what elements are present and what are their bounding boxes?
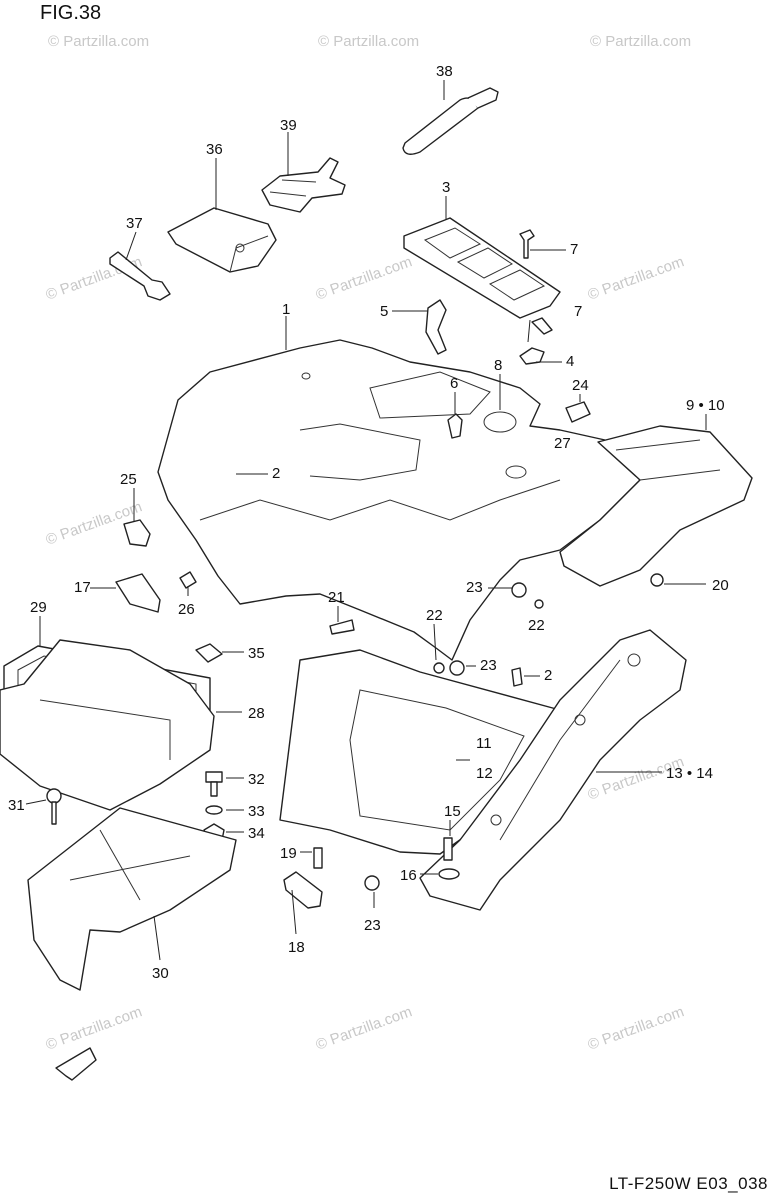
callout-19: 19 [280,845,297,862]
watermark: © Partzilla.com [586,1003,687,1054]
watermark: © Partzilla.com [48,33,149,50]
callout-26: 26 [178,601,195,618]
part-32-bolt [205,771,223,797]
part-7-bolts [519,229,553,335]
callout-22: 22 [528,617,545,634]
figure-code: LT-F250W E03_038 [609,1174,768,1193]
part-36-cover [167,207,277,273]
callout-5: 5 [380,303,388,320]
part-4-clip [519,347,545,365]
callout-34: 34 [248,825,265,842]
part-13-14-lower-guard [419,629,687,911]
part-16-washer [438,868,460,880]
part-25-pad [123,519,151,547]
part-9-10-mudflap [559,425,753,587]
callout-6: 6 [450,375,458,392]
callout-32: 32 [248,771,265,788]
leader-lines [25,80,707,961]
watermark: © Partzilla.com [44,1003,145,1054]
callout-2: 2 [544,667,552,684]
watermark: © Partzilla.com [590,33,691,50]
callout-9-10: 9 • 10 [686,397,725,414]
callout-7: 7 [570,241,578,258]
part-35-pad [195,643,223,663]
callout-37: 37 [126,215,143,232]
callout-30: 30 [152,965,169,982]
callout-31: 31 [8,797,25,814]
callout-20: 20 [712,577,729,594]
part-33-washer [205,805,223,815]
callout-17: 17 [74,579,91,596]
part-28-tool-box [0,639,215,811]
callout-35: 35 [248,645,265,662]
front-direction-arrow [55,1047,97,1081]
callout-22: 22 [426,607,443,624]
callout-8: 8 [494,357,502,374]
callout-28: 28 [248,705,265,722]
callout-23: 23 [364,917,381,934]
part-20-screw [650,573,664,587]
callout-1: 1 [282,301,290,318]
part-26-pad [179,571,197,589]
callout-36: 36 [206,141,223,158]
callout-4: 4 [566,353,574,370]
part-23-nut-lower [364,875,380,891]
callout-12: 12 [476,765,493,782]
part-39-strap [261,157,346,213]
part-nuts-washers [433,582,544,687]
watermark: © Partzilla.com [318,33,419,50]
part-18-bracket [283,871,323,909]
part-15-bolt [443,837,453,861]
callout-13-14: 13 • 14 [666,765,713,782]
callout-33: 33 [248,803,265,820]
callout-2: 2 [272,465,280,482]
part-21-bolt [329,619,355,635]
callout-7: 7 [574,303,582,320]
callout-38: 38 [436,63,453,80]
callout-16: 16 [400,867,417,884]
part-37-wrench [109,251,171,301]
part-17-pad [115,573,161,613]
part-3-rear-carrier [403,217,561,319]
callout-24: 24 [572,377,589,394]
callout-39: 39 [280,117,297,134]
callout-25: 25 [120,471,137,488]
figure-title: FIG.38 [40,2,102,24]
part-6-cap [447,413,463,439]
callout-29: 29 [30,599,47,616]
callout-labels: 38 39 36 37 3 7 7 5 4 1 6 8 24 9 • 10 2 … [8,63,729,982]
callout-3: 3 [442,179,450,196]
callout-23: 23 [480,657,497,674]
part-30-guard [27,807,237,991]
callout-18: 18 [288,939,305,956]
part-1-rear-fender [157,339,641,661]
callout-27: 27 [554,435,571,452]
callout-15: 15 [444,803,461,820]
part-5-bracket [425,299,447,355]
watermark: © Partzilla.com [314,253,415,304]
part-19-bolt [313,847,323,869]
part-31-bolt [46,788,62,825]
watermark: © Partzilla.com [314,1003,415,1054]
callout-21: 21 [328,589,345,606]
part-38-tool-cylinder [402,87,499,155]
part-24-block [565,401,591,423]
callout-23: 23 [466,579,483,596]
callout-11: 11 [476,735,492,752]
watermark: © Partzilla.com [586,253,687,304]
